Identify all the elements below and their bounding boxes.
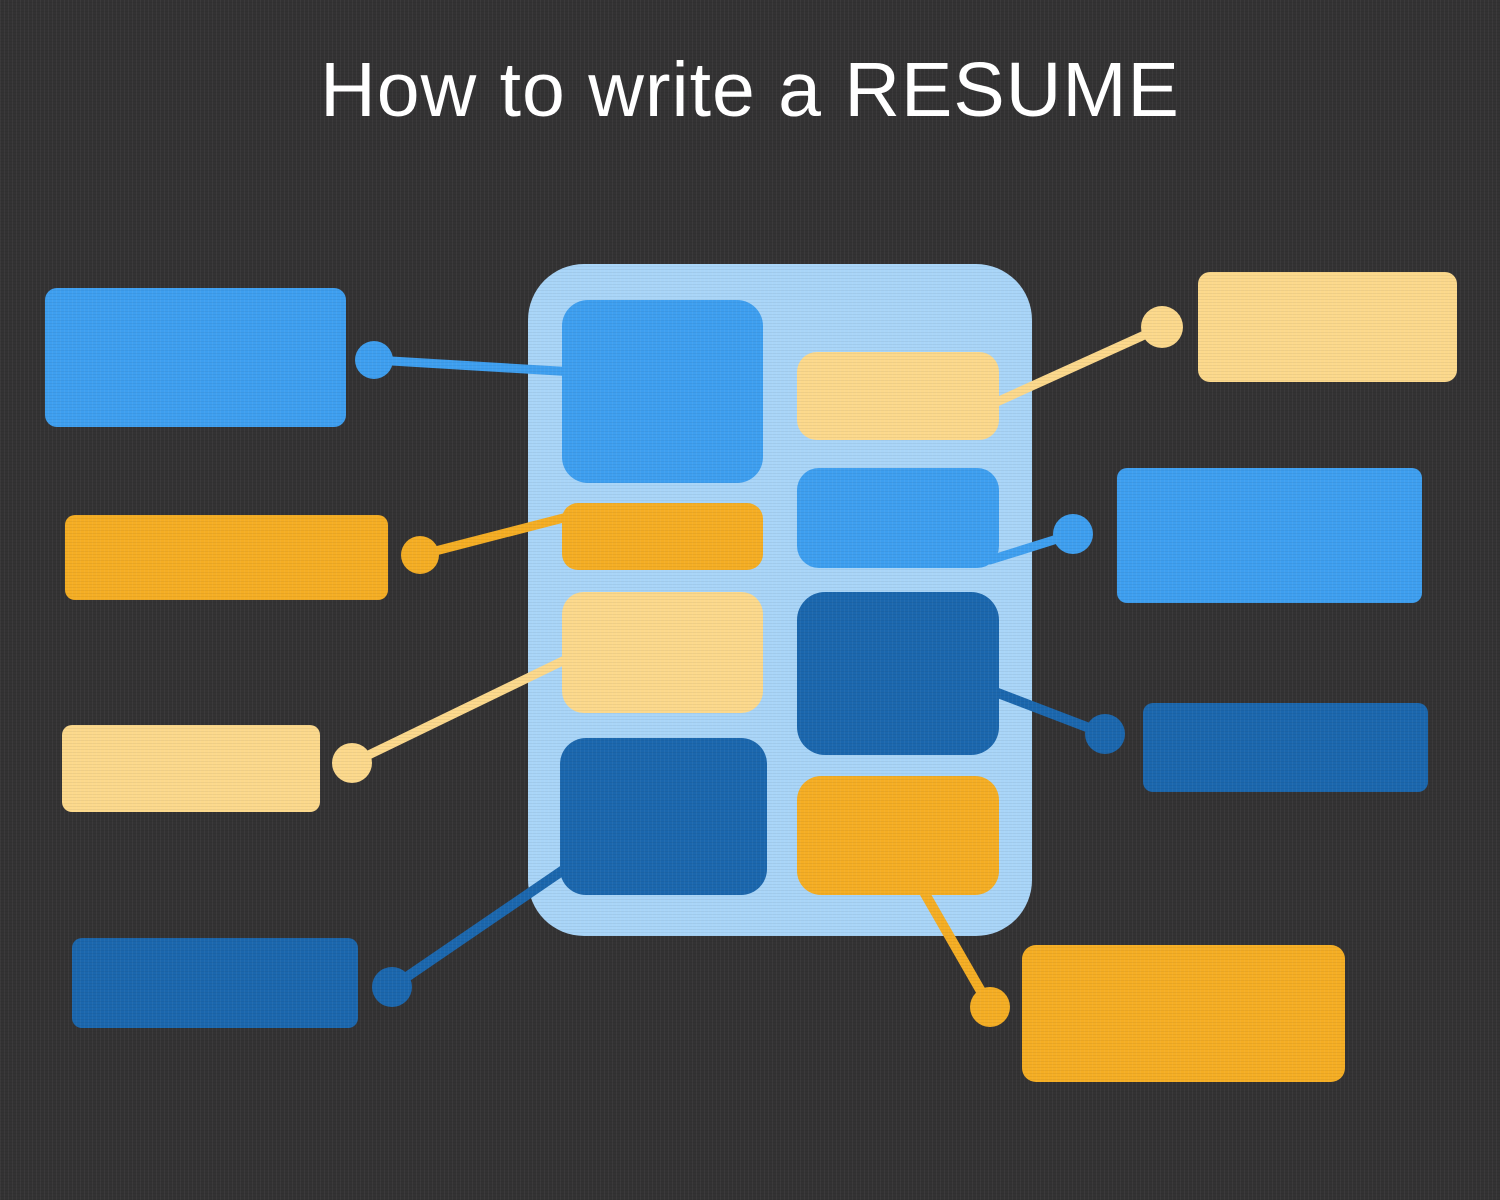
connector-line-right-top bbox=[985, 322, 1167, 410]
connector-dot-right-bottom bbox=[970, 987, 1010, 1027]
panel-block-right-3 bbox=[797, 592, 999, 755]
connector-dot-right-top bbox=[1141, 306, 1183, 348]
satellite-right-bottom bbox=[1022, 945, 1345, 1082]
panel-block-left-1 bbox=[562, 300, 763, 483]
connector-dot-left-lower bbox=[332, 743, 372, 783]
satellite-left-top bbox=[45, 288, 346, 427]
connector-line-left-top bbox=[369, 355, 580, 377]
satellite-right-top bbox=[1198, 272, 1457, 382]
satellite-left-bottom bbox=[72, 938, 358, 1028]
connector-line-left-upper bbox=[415, 510, 580, 560]
connector-dot-left-upper bbox=[401, 536, 439, 574]
connector-dot-left-bottom bbox=[372, 967, 412, 1007]
connector-line-right-lower bbox=[985, 685, 1110, 739]
panel-block-right-4 bbox=[797, 776, 999, 895]
panel-block-right-1 bbox=[797, 352, 999, 440]
connector-dot-left-top bbox=[355, 341, 393, 379]
connector-line-right-bottom bbox=[915, 880, 995, 1012]
connector-dot-right-upper bbox=[1053, 514, 1093, 554]
connector-line-left-bottom bbox=[387, 857, 580, 992]
page-title: How to write a RESUME bbox=[320, 47, 1180, 133]
satellite-left-upper bbox=[65, 515, 388, 600]
panel-block-left-4 bbox=[560, 738, 767, 895]
panel-block-left-3 bbox=[562, 592, 763, 713]
satellite-right-upper bbox=[1117, 468, 1422, 603]
panel-block-left-2 bbox=[562, 503, 763, 570]
connector-line-left-lower bbox=[347, 650, 580, 768]
satellite-left-lower bbox=[62, 725, 320, 812]
connector-dot-right-lower bbox=[1085, 714, 1125, 754]
satellite-right-lower bbox=[1143, 703, 1428, 792]
panel-block-right-2 bbox=[797, 468, 999, 568]
